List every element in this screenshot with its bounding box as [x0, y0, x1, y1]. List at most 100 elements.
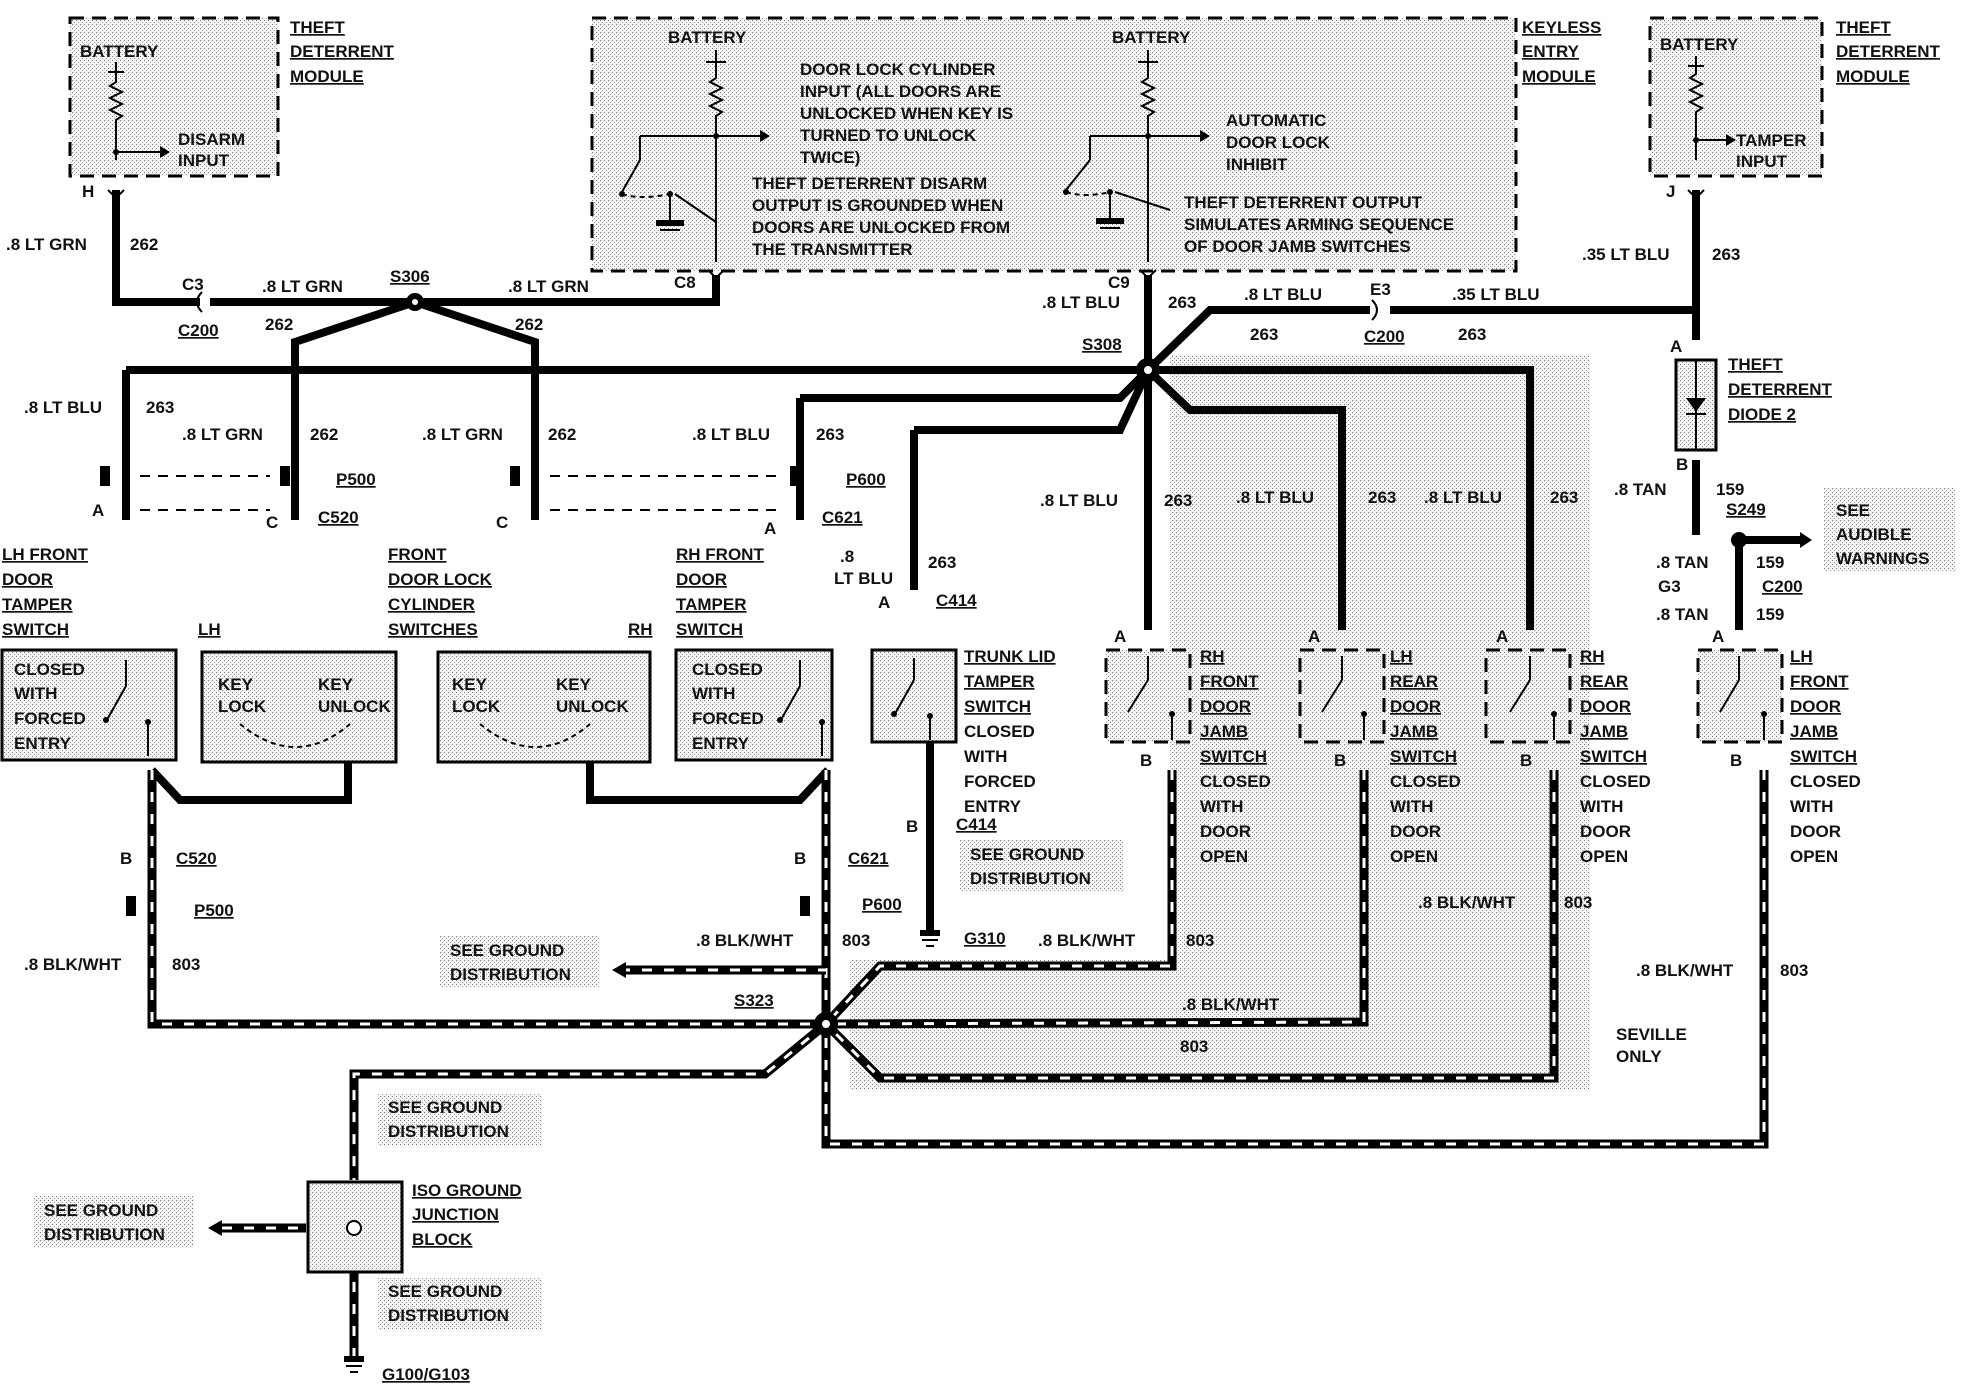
key-lock-rh-1: KEY [452, 675, 488, 694]
splices [208, 293, 1812, 1236]
iso-name-3: BLOCK [412, 1230, 473, 1249]
wire-labels: .8 LT GRN 262 .8 LT GRN .8 LT GRN 262 26… [6, 235, 1808, 1056]
pin-a-lhfj: A [1712, 627, 1724, 646]
wire-label-circuit: 262 [310, 425, 338, 444]
wire-label-circuit: 803 [1186, 931, 1214, 950]
wires-solid [112, 190, 1800, 930]
theft-deterrent-diode-2 [1674, 358, 1718, 452]
iso-name-1: ISO GROUND [412, 1181, 522, 1200]
connector-c621-b: C621 [848, 849, 889, 868]
pin-b-lhfj: B [1730, 751, 1742, 770]
wire-label-circuit: 262 [515, 315, 543, 334]
rhfj-9: OPEN [1200, 847, 1248, 866]
lhfj-6: CLOSED [1790, 772, 1861, 791]
rhrj-7: WITH [1580, 797, 1623, 816]
connector-c200: C200 [178, 321, 219, 340]
keyless-name-2: ENTRY [1522, 42, 1580, 61]
tamper-input-label-1: TAMPER [1736, 131, 1807, 150]
diode-name-1: THEFT [1728, 355, 1783, 374]
wire-label-circuit: 263 [928, 553, 956, 572]
wire-label-gauge: .8 LT BLU [1424, 488, 1502, 507]
tdm-left-name-1: THEFT [290, 18, 345, 37]
disarm-input-label-2: INPUT [178, 151, 230, 170]
wire-label-circuit: 803 [172, 955, 200, 974]
connector-c200-tan: C200 [1762, 577, 1803, 596]
wire-label-gauge: .35 LT BLU [1582, 245, 1670, 264]
keyless-battery-a: BATTERY [668, 28, 747, 47]
key-unlock-lh-2: UNLOCK [318, 697, 391, 716]
lh-tamper-name-4: SWITCH [2, 620, 69, 639]
wire-label-circuit: 263 [1250, 325, 1278, 344]
wire-label-circuit: 263 [1458, 325, 1486, 344]
wire-label-circuit: 803 [1564, 893, 1592, 912]
seville-only-1: SEVILLE [1616, 1025, 1687, 1044]
key-unlock-rh-1: KEY [556, 675, 592, 694]
wire-label-gauge: .8 LT BLU [24, 398, 102, 417]
wire-label-circuit: 263 [1368, 488, 1396, 507]
note-output-1: THEFT DETERRENT OUTPUT [1184, 193, 1423, 212]
note-output-3: OF DOOR JAMB SWITCHES [1184, 237, 1411, 256]
splice-s306-label: S306 [390, 267, 430, 286]
lhfj-7: WITH [1790, 797, 1833, 816]
see-ground-iso-left-1: SEE GROUND [44, 1201, 158, 1220]
battery-label: BATTERY [80, 42, 159, 61]
see-ground-s323-2: DISTRIBUTION [450, 965, 571, 984]
pin-b-rh: B [794, 849, 806, 868]
note-disarm-1: THEFT DETERRENT DISARM [752, 174, 987, 193]
connector-c621: C621 [822, 508, 863, 527]
diode-name-3: DIODE 2 [1728, 405, 1796, 424]
pin-a-diode: A [1670, 337, 1682, 356]
audible-3: WARNINGS [1836, 549, 1930, 568]
wire-label-gauge: .8 LT BLU [1244, 285, 1322, 304]
disarm-input-label-1: DISARM [178, 130, 245, 149]
wire-label-gauge: .8 LT BLU [1236, 488, 1314, 507]
iso-name-2: JUNCTION [412, 1205, 499, 1224]
keyless-entry-module: BATTERY BATTERY DOOR LOCK CYL [590, 16, 1601, 292]
lhfj-3: DOOR [1790, 697, 1841, 716]
connector-c3: C3 [182, 275, 204, 294]
lock-cyl-name-1: FRONT [388, 545, 447, 564]
pin-b-lhrj: B [1334, 751, 1346, 770]
pin-b-rhrj: B [1520, 751, 1532, 770]
pin-c-lh: C [266, 513, 278, 532]
battery-label-right: BATTERY [1660, 35, 1739, 54]
rh-front-door-tamper-switch [674, 648, 834, 762]
tdm-right-name-2: DETERRENT [1836, 42, 1941, 61]
trunk-name-6: FORCED [964, 772, 1036, 791]
see-ground-s323-1: SEE GROUND [450, 941, 564, 960]
pin-c8: C8 [674, 273, 696, 292]
lhfj-2: FRONT [1790, 672, 1849, 691]
wire-label-gauge: .8 TAN [1614, 480, 1667, 499]
key-lock-lh-2: LOCK [218, 697, 267, 716]
keyless-name-1: KEYLESS [1522, 18, 1601, 37]
misc-labels: THEFT DETERRENT DIODE 2 SEE AUDIBLE WARN… [34, 355, 1956, 1330]
lhrj-9: OPEN [1390, 847, 1438, 866]
connector-p500-b: P500 [194, 901, 234, 920]
wire-label-gauge: .8 BLK/WHT [1038, 931, 1136, 950]
trunk-name-1: TRUNK LID [964, 647, 1056, 666]
pin-h: H [82, 182, 94, 201]
lh-label: LH [198, 620, 221, 639]
rhrj-3: DOOR [1580, 697, 1631, 716]
seville-only-2: ONLY [1616, 1047, 1662, 1066]
rhrj-9: OPEN [1580, 847, 1628, 866]
lh-tamper-state-1: CLOSED [14, 660, 85, 679]
wire-262-s306-lh [291, 298, 417, 520]
lhfj-5: SWITCH [1790, 747, 1857, 766]
note-disarm-4: THE TRANSMITTER [752, 240, 913, 259]
rhfj-8: DOOR [1200, 822, 1251, 841]
rhfj-7: WITH [1200, 797, 1243, 816]
connector-c200-right: C200 [1364, 327, 1405, 346]
note-cyl-1: DOOR LOCK CYLINDER [800, 60, 996, 79]
rh-tamper-state-3: FORCED [692, 709, 764, 728]
lh-front-door-tamper-switch [0, 648, 178, 762]
keyless-battery-b: BATTERY [1112, 28, 1191, 47]
wire-label-gauge: .8 BLK/WHT [1182, 995, 1280, 1014]
wire-label-gauge: .8 LT GRN [508, 277, 589, 296]
note-output-2: SIMULATES ARMING SEQUENCE [1184, 215, 1454, 234]
key-lock-lh-1: KEY [218, 675, 254, 694]
wire-262-s306-rh [413, 298, 539, 520]
lhrj-5: SWITCH [1390, 747, 1457, 766]
rhfj-4: JAMB [1200, 722, 1248, 741]
